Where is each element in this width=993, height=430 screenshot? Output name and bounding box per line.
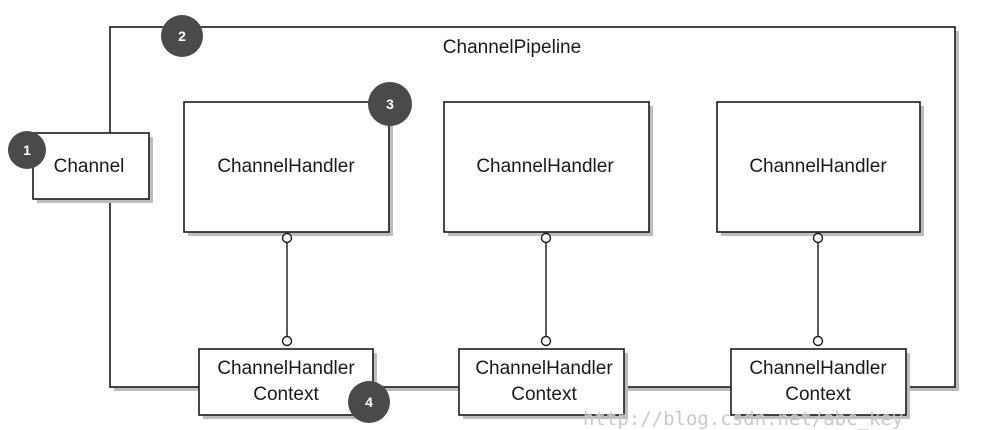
connector-knob: [812, 335, 824, 347]
handler-box: [443, 101, 650, 233]
context-box: [458, 348, 625, 416]
badge-context-number: 4: [365, 394, 373, 410]
handler-box: [183, 101, 390, 233]
connector-knob: [281, 232, 293, 244]
handler-box: [716, 101, 921, 233]
badge-pipeline-number: 2: [178, 28, 186, 44]
channel-label: Channel: [54, 156, 125, 177]
context-label-line2: Context: [253, 384, 319, 405]
context-label-line2: Context: [511, 384, 577, 405]
badge-handler-number: 3: [386, 96, 394, 112]
handler-label: ChannelHandler: [749, 156, 887, 177]
context-label-line2: Context: [785, 384, 851, 405]
context-label-line1: ChannelHandler: [475, 358, 613, 379]
handler-label: ChannelHandler: [476, 156, 614, 177]
connector-knob: [540, 335, 552, 347]
connector-knob: [540, 232, 552, 244]
context-box: [730, 348, 907, 416]
badge-handler: [368, 82, 412, 126]
watermark-text: http://blog.csdn.net/abc_key: [583, 408, 903, 430]
handler-label: ChannelHandler: [217, 156, 355, 177]
context-label-line1: ChannelHandler: [217, 358, 355, 379]
badge-context: [348, 381, 390, 423]
connector-knob: [281, 335, 293, 347]
connector-knob: [812, 232, 824, 244]
pipeline-label: ChannelPipeline: [443, 37, 581, 58]
context-label-line1: ChannelHandler: [749, 358, 887, 379]
context-box: [198, 348, 374, 416]
badge-channel: [8, 131, 46, 169]
badge-channel-number: 1: [23, 142, 31, 158]
badge-pipeline: [161, 15, 203, 57]
